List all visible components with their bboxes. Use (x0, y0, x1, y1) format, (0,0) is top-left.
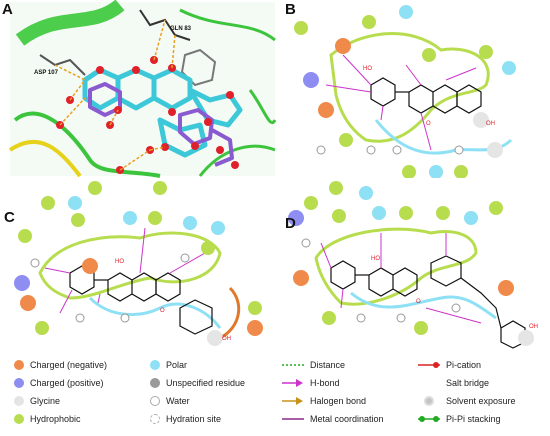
panel-d-interaction-diagram: HO OH O (288, 181, 538, 349)
water-swatch (150, 396, 160, 406)
unspecified-residue-swatch (150, 378, 160, 388)
solvent-exposure-halo-icon (418, 396, 440, 406)
glycine-swatch (14, 396, 24, 406)
panel-d-label: D (285, 215, 296, 232)
pi-pi-stacking-line-icon (418, 414, 440, 424)
panel-c: HO OH O C (0, 178, 277, 350)
salt-bridge-line-icon (418, 378, 440, 388)
legend-item-pi-pi-stacking: Pi-Pi stacking (418, 414, 501, 424)
panel-a: A GLN 83 ASP 107 (0, 0, 277, 178)
halogen-bond-arrow-icon (282, 396, 304, 406)
legend-label: Charged (positive) (30, 378, 104, 388)
panel-c-interaction-diagram: HO OH O (14, 181, 263, 346)
legend-item-polar: Polar (150, 360, 187, 370)
residue-label-gln83: GLN 83 (170, 26, 192, 32)
legend-label: Hydration site (166, 414, 222, 424)
legend-item-h-bond: H-bond (282, 378, 340, 388)
panel-c-label: C (4, 209, 15, 226)
h-bond-arrow-icon (282, 378, 304, 388)
legend-item-unspecified-residue: Unspecified residue (150, 378, 245, 388)
legend-label: Distance (310, 360, 346, 370)
legend-label: Glycine (30, 396, 61, 406)
panel-d-oh-label: OH (529, 324, 538, 330)
legend-item-metal-coordination: Metal coordination (282, 414, 384, 424)
legend-label: Pi-Pi stacking (446, 414, 501, 424)
legend-item-water: Water (150, 396, 190, 406)
legend-label: Unspecified residue (166, 378, 246, 388)
panel-d: HO OH O D (281, 178, 550, 350)
distance-line-icon (282, 360, 304, 370)
panel-b-interaction-diagram: HO OH O (294, 5, 516, 178)
legend-label: Polar (166, 360, 188, 370)
legend-label: Salt bridge (446, 378, 490, 388)
charged-positive-swatch (14, 378, 24, 388)
hydration-site-swatch (150, 414, 160, 424)
panel-c-oh-label: OH (222, 336, 231, 342)
legend-label: Metal coordination (310, 414, 384, 424)
residue-label-asp107: ASP 107 (34, 70, 58, 76)
panel-c-o-label: O (160, 308, 165, 314)
legend-item-solvent-exposure: Solvent exposure (418, 396, 516, 406)
polar-swatch (150, 360, 160, 370)
legend-item-glycine: Glycine (14, 396, 60, 406)
metal-coordination-line-icon (282, 414, 304, 424)
panel-c-ho-label: HO (115, 259, 124, 265)
legend-item-distance: Distance (282, 360, 345, 370)
legend-label: Pi-cation (446, 360, 482, 370)
panel-b-ho-label: HO (363, 66, 372, 72)
panel-d-o-label: O (416, 299, 421, 305)
legend: Charged (negative) Charged (positive) Gl… (0, 350, 550, 436)
panel-b-label: B (285, 1, 296, 18)
legend-label: Water (166, 396, 190, 406)
legend-item-charged-positive: Charged (positive) (14, 378, 104, 388)
legend-item-halogen-bond: Halogen bond (282, 396, 366, 406)
panel-b-oh-label: OH (486, 121, 495, 127)
legend-item-pi-cation: Pi-cation (418, 360, 481, 370)
legend-item-hydrophobic: Hydrophobic (14, 414, 81, 424)
legend-item-salt-bridge: Salt bridge (418, 378, 489, 388)
legend-label: Hydrophobic (30, 414, 81, 424)
legend-label: Halogen bond (310, 396, 367, 406)
panel-b-o-label: O (426, 121, 431, 127)
legend-item-hydration-site: Hydration site (150, 414, 221, 424)
legend-label: Charged (negative) (30, 360, 108, 370)
panel-a-label: A (2, 1, 13, 18)
pi-cation-line-icon (418, 360, 440, 370)
panel-a-3d-rendering (8, 0, 277, 178)
charged-negative-swatch (14, 360, 24, 370)
hydrophobic-swatch (14, 414, 24, 424)
panel-d-ho-label: HO (371, 256, 380, 262)
legend-label: H-bond (310, 378, 340, 388)
legend-item-charged-negative: Charged (negative) (14, 360, 107, 370)
panel-b: HO OH O B (281, 0, 550, 178)
legend-label: Solvent exposure (446, 396, 516, 406)
